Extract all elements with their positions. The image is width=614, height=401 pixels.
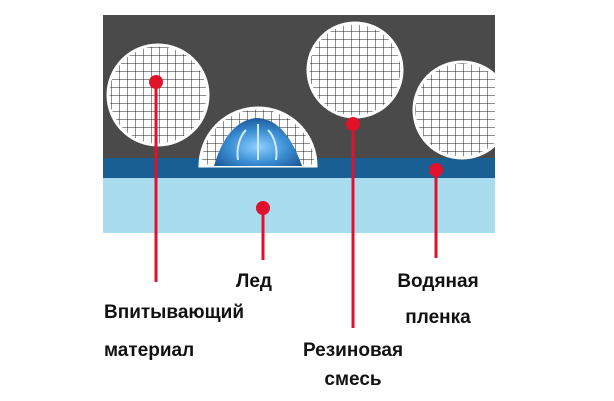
absorbent-pore-left <box>106 43 210 147</box>
ice-layer <box>103 178 495 233</box>
label-water-line2: пленка <box>405 307 471 328</box>
label-rubber-line1: Резиновая <box>302 340 404 361</box>
absorbent-pore-right <box>412 60 495 160</box>
pore-with-water-droplet <box>198 106 318 168</box>
pointer-ice <box>256 201 270 260</box>
label-absorbent-line2: материал <box>104 340 195 361</box>
label-absorbent-line1: Впитывающий <box>104 302 245 323</box>
pointer-water-film <box>429 163 443 258</box>
label-water-line1: Водяная <box>397 271 479 292</box>
pointer-rubber <box>346 117 360 328</box>
pointer-absorbent <box>149 75 163 282</box>
rubber-pore-top <box>306 21 404 119</box>
label-ice: Лед <box>236 271 272 292</box>
label-rubber-line2: смесь <box>324 369 382 390</box>
